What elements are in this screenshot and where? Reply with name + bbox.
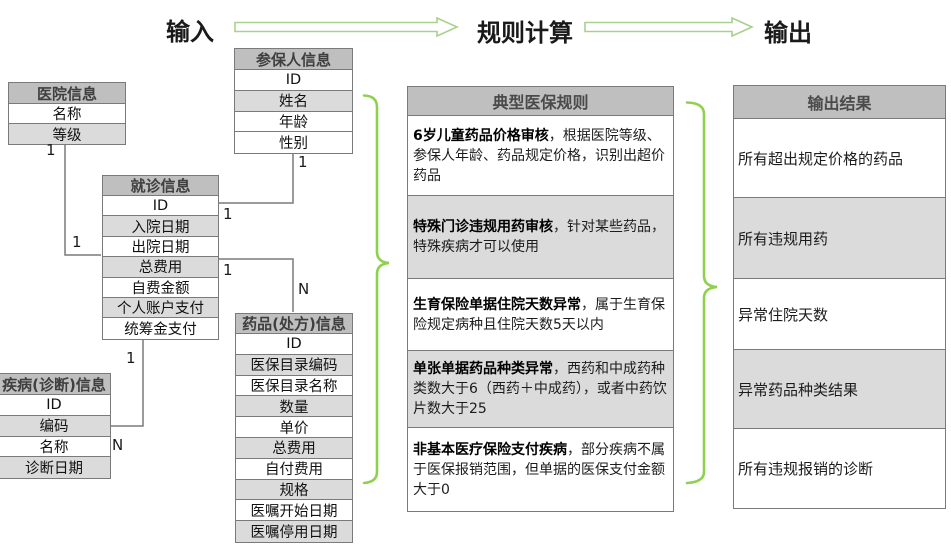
entity-field-row: 规格 <box>236 479 352 501</box>
entity-title: 医院信息 <box>9 83 125 104</box>
entity-field-row: 年龄 <box>235 111 352 133</box>
entity-table-hospital: 医院信息名称等级 <box>8 82 126 145</box>
entity-field-row: 编码 <box>0 415 110 437</box>
entity-field-row: ID <box>236 334 352 355</box>
rules-brace <box>685 101 718 485</box>
entity-field-row: 医嘱开始日期 <box>236 500 352 522</box>
entity-title: 疾病(诊断)信息 <box>0 374 110 395</box>
entity-field-row: 统筹金支付 <box>103 318 218 339</box>
rule-item: 特殊门诊违规用药审核，针对某些药品，特殊疾病才可以使用 <box>408 196 673 279</box>
rules-panel: 典型医保规则 6岁儿童药品价格审核，根据医院等级、参保人年龄、药品规定价格，识别… <box>407 86 674 512</box>
stage-title-rules: 规则计算 <box>477 19 573 47</box>
entity-title: 就诊信息 <box>103 176 218 196</box>
cardinality-label: 1 <box>46 141 56 159</box>
entity-field-row: 自费金额 <box>103 277 218 298</box>
cardinality-label: 1 <box>223 261 233 279</box>
stage-title-output: 输出 <box>764 19 812 47</box>
stage-title-input: 输入 <box>166 18 214 46</box>
output-panel-body: 所有超出规定价格的药品所有违规用药异常住院天数异常药品种类结果所有违规报销的诊断 <box>734 119 945 508</box>
output-panel-title: 输出结果 <box>734 86 945 119</box>
entity-field-row: 名称 <box>0 436 110 458</box>
cardinality-label: N <box>298 280 310 298</box>
entity-field-row: 诊断日期 <box>0 457 110 479</box>
entity-field-row: 自付费用 <box>236 458 352 480</box>
entity-field-row: 姓名 <box>235 90 352 112</box>
output-item: 异常住院天数 <box>734 279 945 350</box>
relation-line-hospital-visit <box>64 143 101 256</box>
rules-panel-title: 典型医保规则 <box>408 87 673 116</box>
cardinality-label: 1 <box>126 349 136 367</box>
entity-title: 参保人信息 <box>235 49 352 70</box>
entity-field-row: 性别 <box>235 132 352 154</box>
output-item: 所有违规报销的诊断 <box>734 429 945 508</box>
cardinality-label: 1 <box>223 205 233 223</box>
cardinality-label: N <box>112 436 124 454</box>
entity-field-row: 出院日期 <box>103 236 218 258</box>
entity-field-row: 医嘱停用日期 <box>236 521 352 542</box>
input-brace <box>362 94 390 485</box>
output-item: 所有违规用药 <box>734 198 945 279</box>
input-to-rules-arrow <box>234 16 459 38</box>
rules-panel-body: 6岁儿童药品价格审核，根据医院等级、参保人年龄、药品规定价格，识别出超价药品特殊… <box>408 116 673 511</box>
output-panel: 输出结果 所有超出规定价格的药品所有违规用药异常住院天数异常药品种类结果所有违规… <box>733 85 946 509</box>
rules-to-output-arrow <box>584 16 754 38</box>
entity-field-row: ID <box>235 70 352 91</box>
entity-field-row: 名称 <box>9 104 125 124</box>
rule-item: 生育保险单据住院天数异常，属于生育保险规定病种且住院天数5天以内 <box>408 279 673 351</box>
relation-line-person-visit <box>219 153 294 204</box>
rule-item: 6岁儿童药品价格审核，根据医院等级、参保人年龄、药品规定价格，识别出超价药品 <box>408 116 673 196</box>
entity-field-row: 入院日期 <box>103 216 218 237</box>
entity-title: 药品(处方)信息 <box>236 314 352 334</box>
cardinality-label: 1 <box>72 233 82 251</box>
entity-field-row: 总费用 <box>103 257 218 278</box>
output-item: 所有超出规定价格的药品 <box>734 119 945 198</box>
entity-field-row: 医保目录编码 <box>236 354 352 376</box>
entity-field-row: 等级 <box>9 124 125 144</box>
entity-field-row: 个人账户支付 <box>103 297 218 319</box>
entity-field-row: 数量 <box>236 396 352 418</box>
cardinality-label: 1 <box>298 153 308 171</box>
output-item: 异常药品种类结果 <box>734 350 945 429</box>
entity-field-row: 单价 <box>236 417 352 438</box>
entity-field-row: ID <box>103 196 218 217</box>
entity-field-row: 总费用 <box>236 437 352 459</box>
entity-field-row: 医保目录名称 <box>236 375 352 397</box>
rule-item: 非基本医疗保险支付疾病，部分疾病不属于医保报销范围，但单据的医保支付金额大于0 <box>408 428 673 511</box>
rule-item: 单张单据药品种类异常，西药和中成药种类数大于6（西药＋中成药），或者中药饮片数大… <box>408 351 673 428</box>
entity-field-row: ID <box>0 395 110 416</box>
